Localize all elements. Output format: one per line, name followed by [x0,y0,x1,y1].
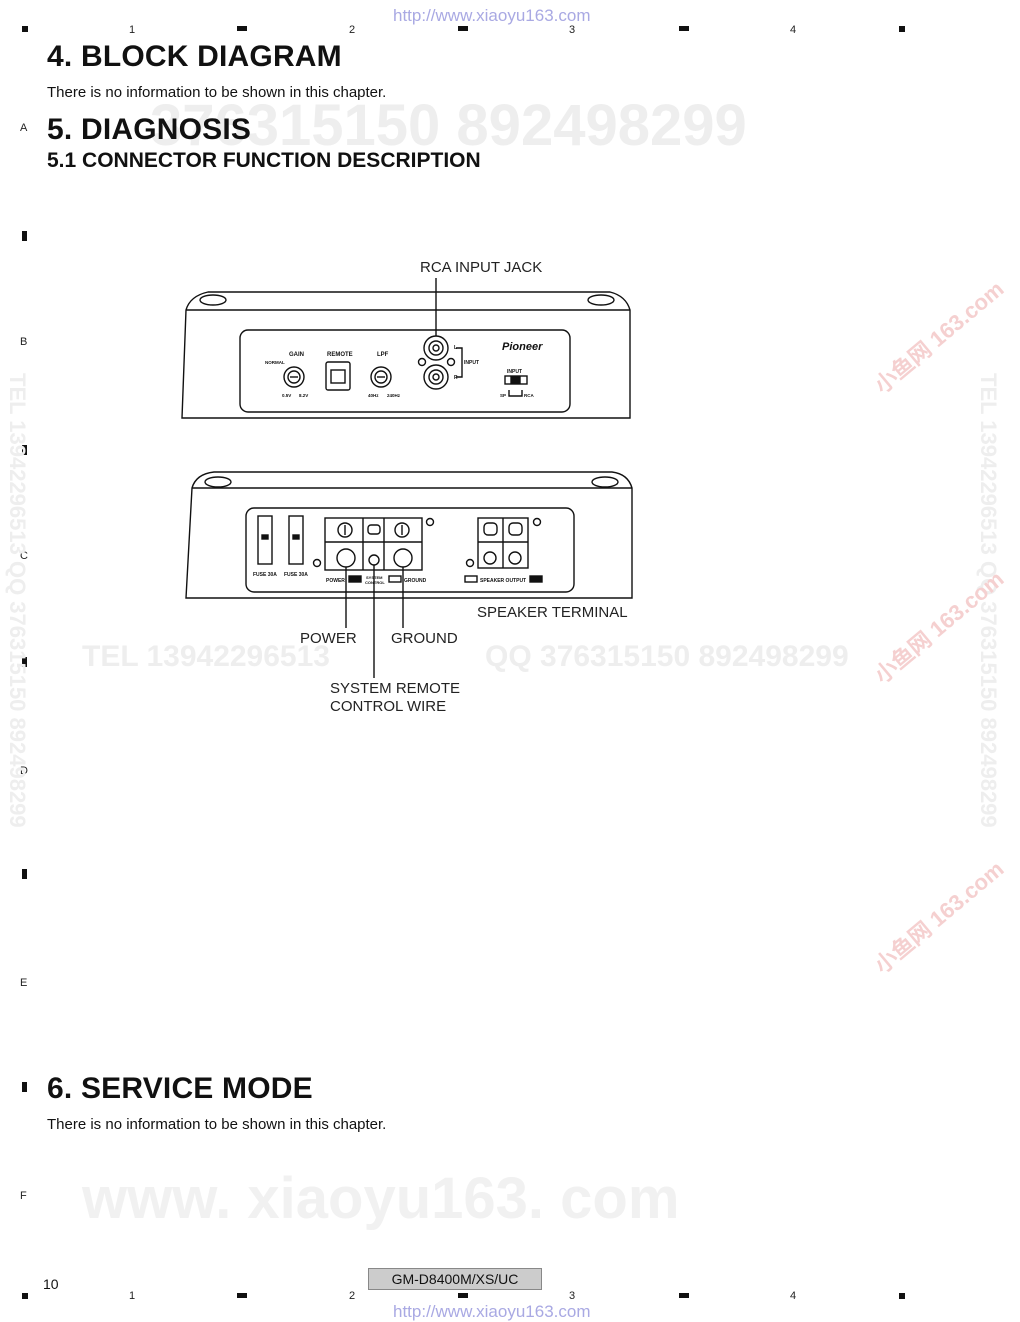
watermark-qq-mid: QQ 376315150 892498299 [485,640,849,673]
model-number: GM-D8400M/XS/UC [368,1268,542,1290]
grid-row-b: B [20,336,28,348]
grid-column-1: 1 [129,1290,136,1302]
grid-marker [458,26,468,31]
grid-column-1: 1 [129,24,136,36]
grid-row-f: F [20,1190,27,1202]
label-speaker-output: SPEAKER OUTPUT [480,578,526,584]
label-power: POWER [326,578,345,584]
watermark-tel: TEL 13942296513 [82,640,330,673]
label-rca: RCA [524,393,534,398]
label-lpf: LPF [377,352,389,358]
url-header[interactable]: http://www.xiaoyu163.com [393,6,591,25]
url-footer[interactable]: http://www.xiaoyu163.com [393,1302,591,1321]
label-lpf-max: 240Hz [387,393,401,398]
grid-column-2: 2 [349,24,356,36]
callout-rca-input-jack: RCA INPUT JACK [420,259,543,276]
section-text-service-mode: There is no information to be shown in t… [47,1116,387,1133]
grid-marker [22,445,27,455]
callout-system-remote-2: CONTROL WIRE [330,698,447,715]
grid-column-4: 4 [790,24,797,36]
grid-marker [22,1082,27,1092]
grid-column-3: 3 [569,24,576,36]
callout-ground: GROUND [391,630,458,647]
callout-power: POWER [300,630,357,647]
label-input-switch: INPUT [507,369,522,375]
label-system-2: CONTROL [365,580,385,585]
label-normal: NORMAL [265,360,285,365]
grid-marker [22,231,27,241]
brand-logo: Pioneer [502,341,543,353]
section-text-block-diagram: There is no information to be shown in t… [47,84,387,101]
grid-column-3: 3 [569,1290,576,1302]
label-lpf-min: 40Hz [368,393,379,398]
label-left: L [454,345,457,351]
label-gain: GAIN [289,352,304,358]
page-number: 10 [43,1276,59,1292]
grid-column-4: 4 [790,1290,797,1302]
amplifier-rear-view [185,471,633,678]
grid-marker [237,26,247,31]
label-input-side: INPUT [464,360,479,366]
callout-system-remote-1: SYSTEM REMOTE [330,680,461,697]
grid-row-c: C [20,550,28,562]
corner-marker [22,26,28,32]
section-subtitle-connector: 5.1 CONNECTOR FUNCTION DESCRIPTION [47,149,481,172]
label-fuse-2: FUSE 30A [284,572,308,578]
section-title-block-diagram: 4. BLOCK DIAGRAM [47,40,342,73]
corner-marker [22,1293,28,1299]
section-title-diagnosis: 5. DIAGNOSIS [47,113,252,146]
watermark-qq: 376315150 892498299 [150,93,747,158]
grid-marker [458,1293,468,1298]
amplifier-front-view [181,278,631,419]
callout-speaker-terminal: SPEAKER TERMINAL [477,604,628,621]
grid-marker [22,657,27,667]
grid-marker [237,1293,247,1298]
grid-row-a: A [20,122,28,134]
label-gain-max: 8.2V [299,393,308,398]
watermark-site: www. xiaoyu163. com [82,1166,680,1231]
grid-marker [679,1293,689,1298]
label-system-1: SYSTEM [366,575,383,580]
grid-marker [679,26,689,31]
label-ground: GROUND [404,578,427,584]
label-gain-min: 0.5V [282,393,291,398]
section-title-service-mode: 6. SERVICE MODE [47,1072,313,1105]
label-right: R [454,375,458,381]
grid-row-e: E [20,977,28,989]
grid-row-d: D [20,765,28,777]
grid-marker [22,869,27,879]
label-remote: REMOTE [327,352,353,358]
corner-marker [899,1293,905,1299]
grid-column-2: 2 [349,1290,356,1302]
corner-marker [899,26,905,32]
label-sp: SP [500,393,506,398]
label-fuse-1: FUSE 30A [253,572,277,578]
